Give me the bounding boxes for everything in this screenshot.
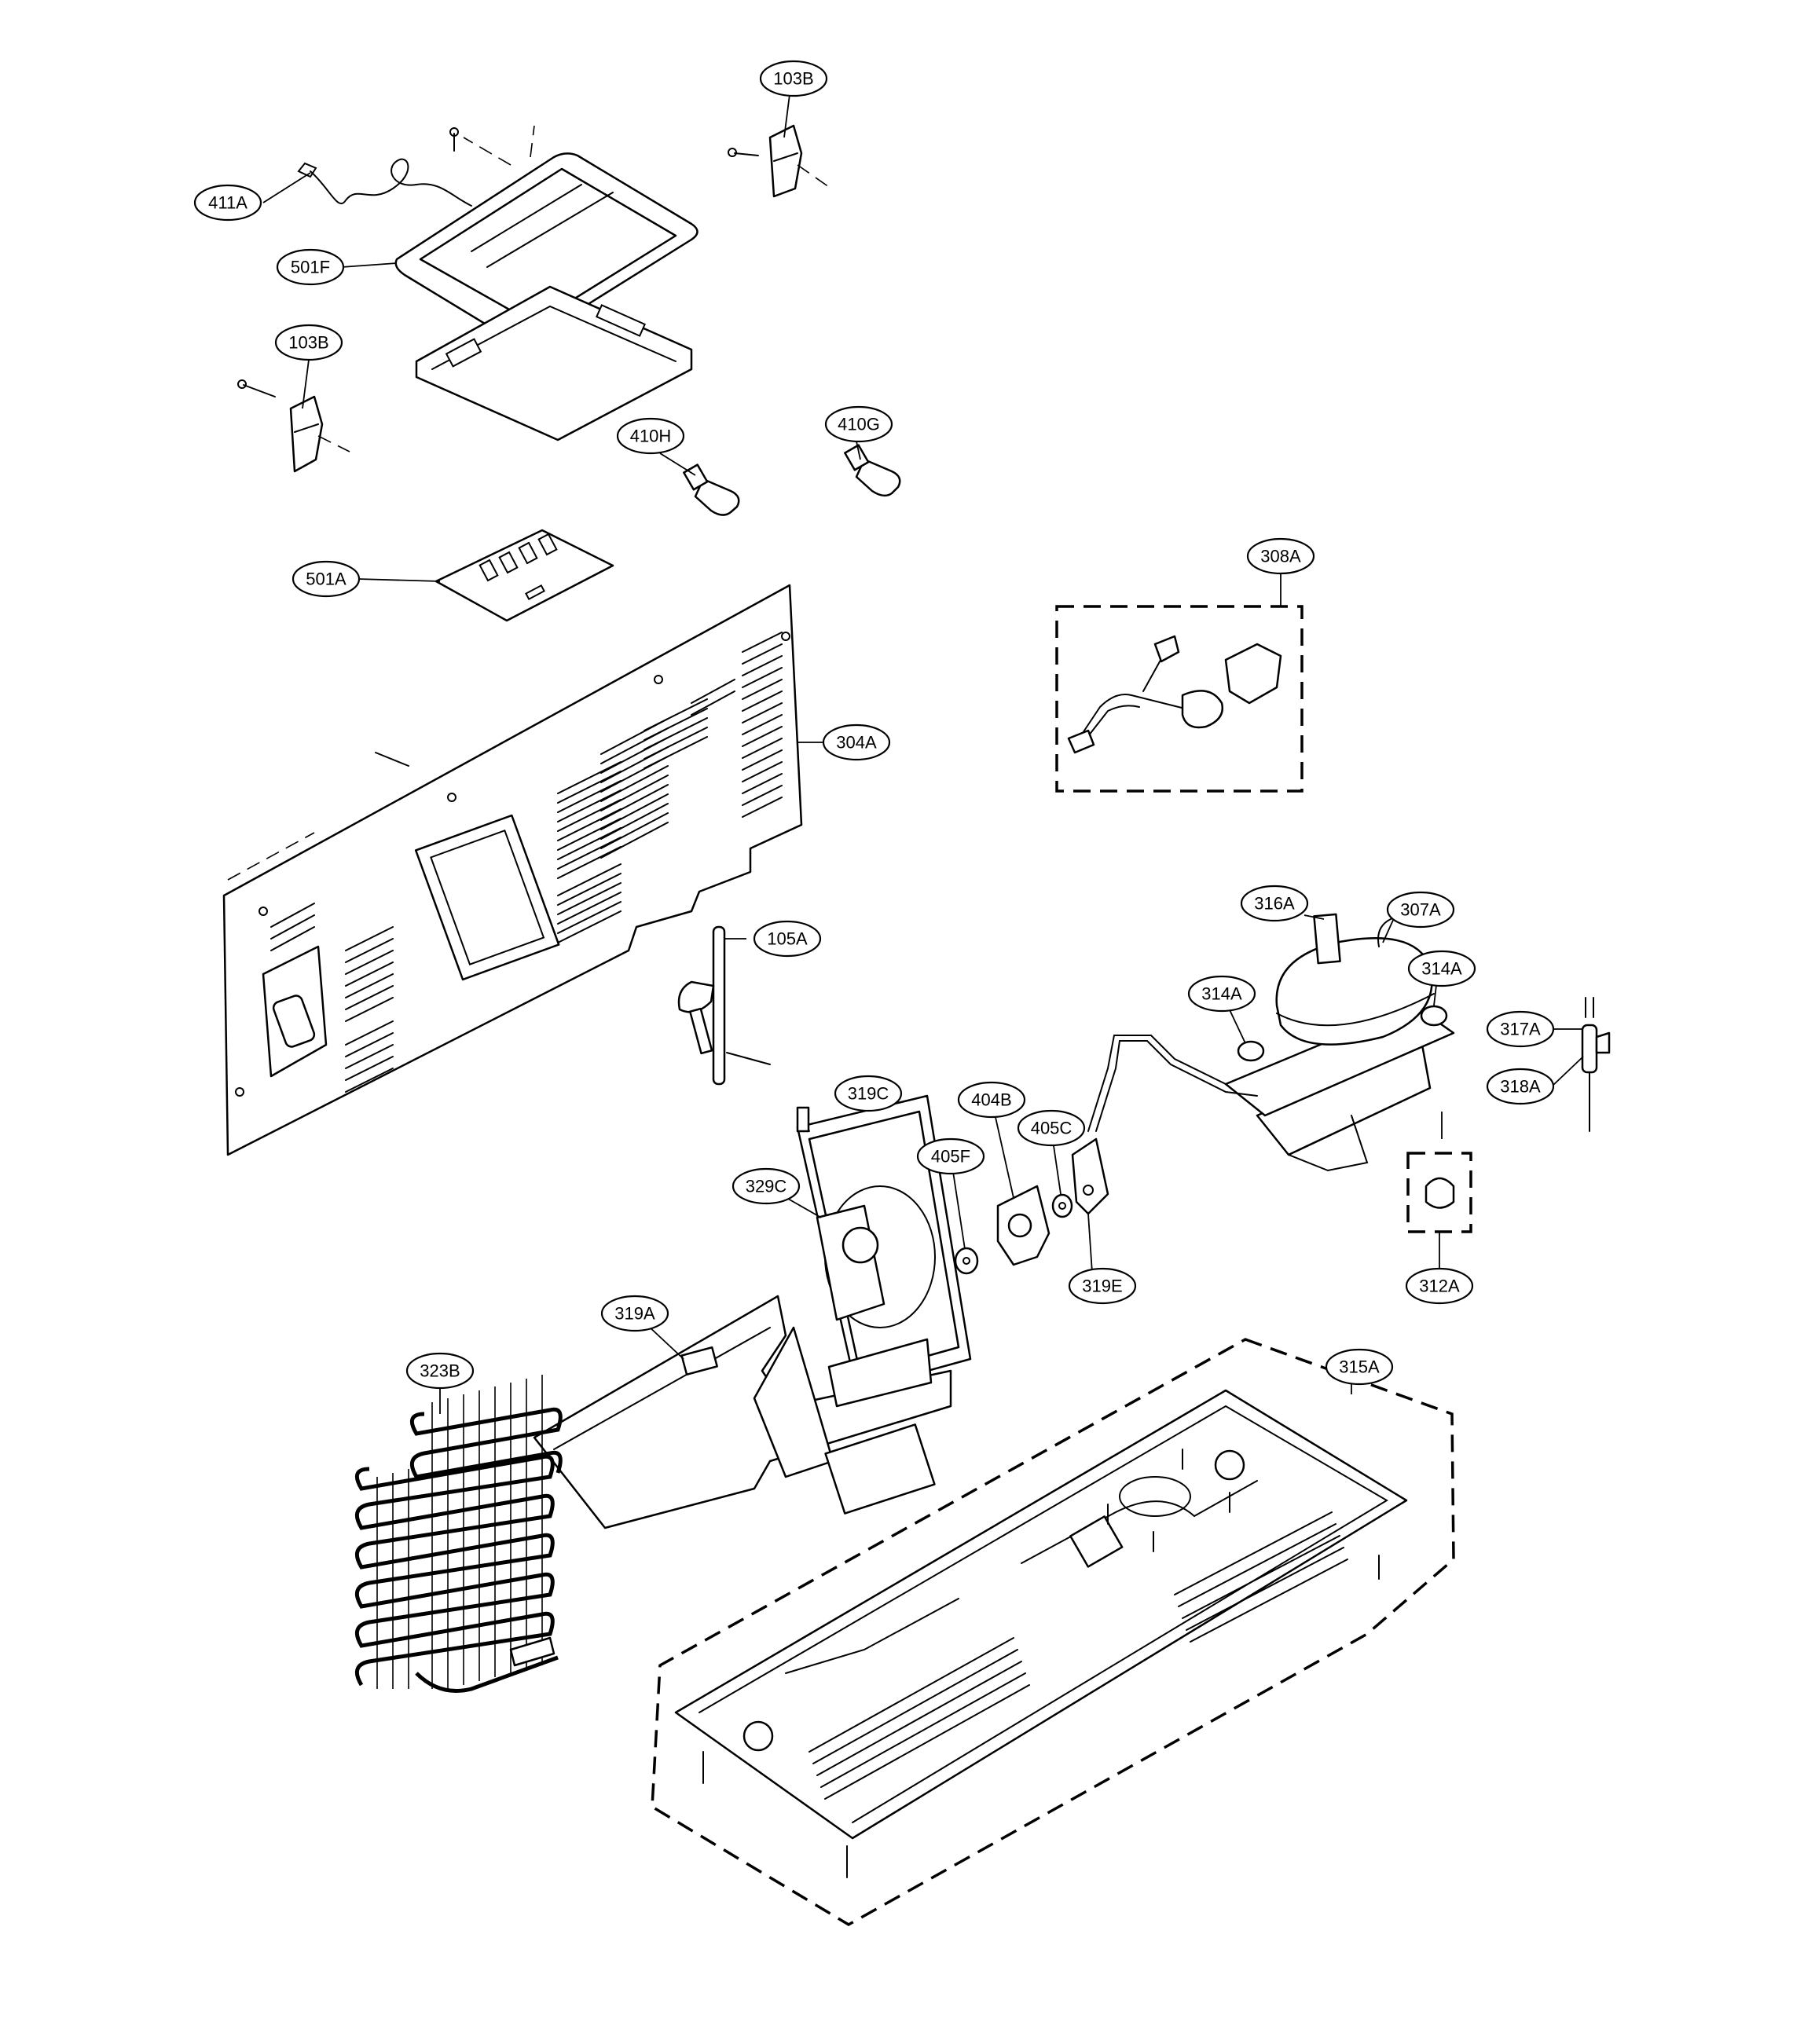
svg-text:319A: 319A <box>614 1304 655 1324</box>
callout-329c: 329C <box>732 1167 801 1205</box>
grommet-right <box>1420 1005 1448 1027</box>
svg-text:411A: 411A <box>208 193 248 213</box>
svg-text:319E: 319E <box>1082 1277 1122 1296</box>
back-cover-panel <box>222 584 803 1156</box>
callout-405f: 405F <box>916 1137 985 1175</box>
refrigerant-tube <box>1071 1035 1258 1215</box>
svg-text:105A: 105A <box>767 929 808 949</box>
callout-319a: 319A <box>600 1295 669 1332</box>
callout-314a-left: 314A <box>1187 975 1256 1013</box>
capacitor-box <box>1406 1152 1472 1233</box>
svg-text:315A: 315A <box>1339 1357 1380 1377</box>
callout-323b: 323B <box>405 1352 475 1390</box>
vent-slots <box>270 632 783 1093</box>
control-box-base <box>415 285 693 441</box>
thermistor <box>1581 997 1611 1132</box>
svg-text:308A: 308A <box>1260 547 1301 566</box>
drain-pipe <box>677 925 771 1086</box>
bulb-410g <box>844 444 901 497</box>
pcb-board <box>434 529 614 622</box>
svg-text:304A: 304A <box>836 733 877 753</box>
callout-501a: 501A <box>292 560 361 598</box>
svg-text:501F: 501F <box>291 258 330 277</box>
condenser-coil <box>354 1375 563 1693</box>
callout-319c: 319C <box>834 1075 903 1112</box>
callout-103b-top: 103B <box>759 60 828 97</box>
callout-411a: 411A <box>193 184 262 222</box>
grommet-left <box>1237 1040 1265 1062</box>
callout-314a-right: 314A <box>1407 950 1476 987</box>
washer-405c <box>1051 1193 1073 1218</box>
bracket-left <box>237 379 350 473</box>
svg-text:103B: 103B <box>288 333 328 353</box>
callout-307a: 307A <box>1386 891 1455 929</box>
svg-text:410H: 410H <box>630 427 672 446</box>
svg-text:316A: 316A <box>1254 894 1295 914</box>
svg-text:103B: 103B <box>773 69 813 89</box>
svg-text:405F: 405F <box>931 1147 970 1167</box>
callout-410h: 410H <box>616 417 685 455</box>
svg-text:319C: 319C <box>848 1084 889 1104</box>
svg-text:307A: 307A <box>1400 900 1441 920</box>
base-vents <box>808 1511 1348 1800</box>
callout-308a: 308A <box>1246 537 1315 575</box>
callout-319e: 319E <box>1068 1267 1137 1305</box>
fan-motor <box>996 1185 1050 1266</box>
callout-405c: 405C <box>1017 1109 1086 1147</box>
callout-312a: 312A <box>1405 1267 1474 1305</box>
callout-410g: 410G <box>824 405 893 443</box>
callout-304a: 304A <box>822 723 891 761</box>
svg-text:501A: 501A <box>306 570 346 589</box>
bulb-410h <box>683 463 740 516</box>
washer-405f <box>954 1247 979 1275</box>
callout-315a: 315A <box>1325 1348 1394 1386</box>
callout-501f: 501F <box>276 248 345 286</box>
svg-text:323B: 323B <box>420 1361 460 1381</box>
svg-text:329C: 329C <box>746 1177 787 1196</box>
callout-404b: 404B <box>957 1081 1026 1119</box>
bracket-top <box>728 124 830 198</box>
callout-318a: 318A <box>1486 1068 1555 1105</box>
fan-blade <box>816 1204 886 1321</box>
compressor <box>1224 903 1455 1172</box>
relay-kit-box <box>1055 605 1304 793</box>
svg-text:318A: 318A <box>1500 1077 1541 1097</box>
svg-text:317A: 317A <box>1500 1020 1541 1039</box>
base-plate-assembly <box>651 1338 1455 1927</box>
callout-316a: 316A <box>1240 885 1309 922</box>
svg-text:410G: 410G <box>838 415 880 434</box>
screw-top <box>449 127 459 152</box>
callout-317a: 317A <box>1486 1010 1555 1048</box>
power-cord <box>297 158 472 207</box>
callout-103b-left: 103B <box>274 324 343 361</box>
svg-text:405C: 405C <box>1031 1119 1072 1138</box>
svg-text:404B: 404B <box>971 1090 1011 1110</box>
callout-105a: 105A <box>753 920 822 958</box>
control-box-cover <box>394 125 698 343</box>
machine-compartment-duct <box>533 1295 952 1529</box>
svg-text:312A: 312A <box>1419 1277 1460 1296</box>
svg-text:314A: 314A <box>1421 959 1462 979</box>
svg-text:314A: 314A <box>1201 984 1242 1004</box>
